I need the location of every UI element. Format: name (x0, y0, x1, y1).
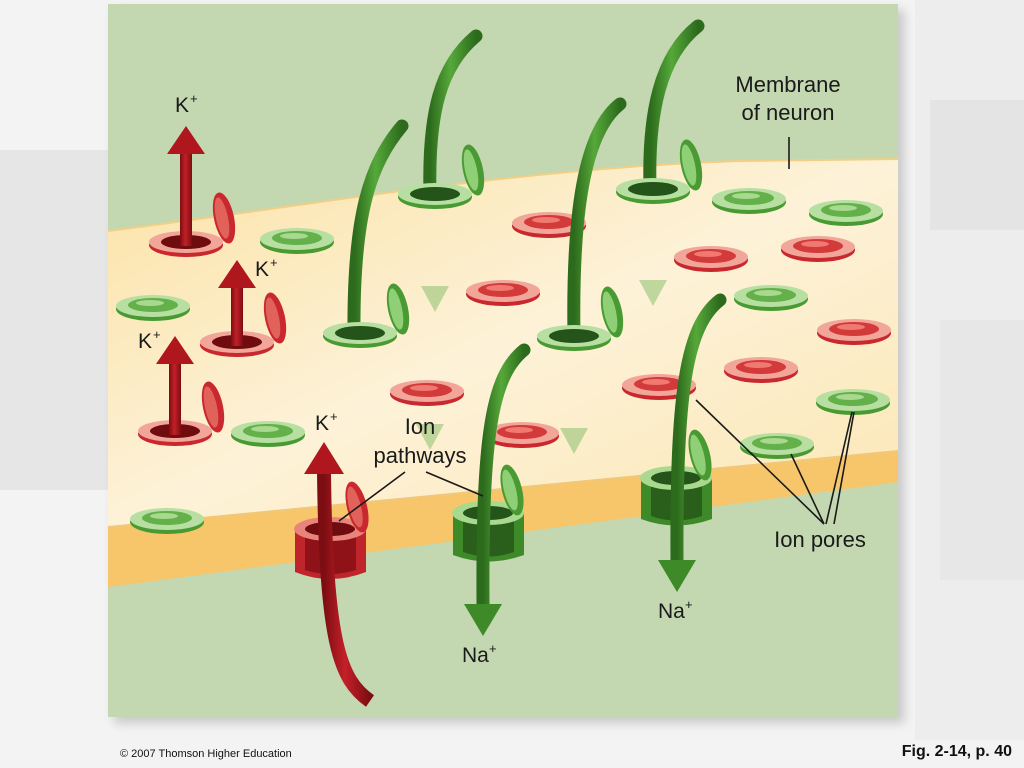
closed-pore-green (809, 200, 883, 226)
closed-pore-green (734, 285, 808, 311)
membrane-label: Membrane (735, 72, 840, 97)
ion-pathways-leaders (338, 471, 484, 522)
svg-text:Na: Na (658, 600, 685, 623)
svg-text:K: K (255, 258, 269, 281)
closed-pore-red (817, 319, 891, 345)
potassium-outflow-arrow (218, 260, 256, 346)
sodium-ion-label: Na + (658, 597, 693, 623)
svg-text:Na: Na (462, 644, 489, 667)
closed-pore-green (260, 228, 334, 254)
svg-text:+: + (489, 641, 497, 656)
potassium-ion-label: K + (315, 409, 338, 435)
ion-pores-leaders (695, 399, 855, 525)
na-inflow-arrow (567, 97, 627, 343)
svg-text:+: + (153, 327, 161, 342)
sodium-ion-label: Na + (462, 641, 497, 667)
potassium-outflow-arrow (167, 126, 205, 246)
membrane-label: of neuron (742, 100, 835, 125)
ion-pores-label: Ion pores (774, 527, 866, 552)
na-inflow-arrow (347, 119, 409, 341)
closed-pore-red (466, 280, 540, 306)
svg-text:+: + (685, 597, 693, 612)
closed-pore-green (740, 433, 814, 459)
potassium-ion-label: K + (255, 255, 278, 281)
na-inflow-arrow (658, 293, 727, 592)
svg-text:+: + (190, 91, 198, 106)
closed-pore-red (724, 357, 798, 383)
potassium-ion-label: K + (138, 327, 161, 353)
ion-pathways-label: Ion (405, 414, 436, 439)
sodium-channel-cross-section (640, 429, 712, 526)
closed-pore-green (816, 389, 890, 415)
na-inflow-arrow (643, 19, 705, 194)
svg-text:+: + (270, 255, 278, 270)
closed-pore-green (130, 508, 204, 534)
svg-text:K: K (315, 412, 329, 435)
na-inflow-arrow (464, 343, 531, 636)
copyright-notice: © 2007 Thomson Higher Education (120, 748, 292, 760)
svg-text:K: K (138, 330, 152, 353)
potassium-outflow-arrow (304, 442, 375, 707)
svg-text:K: K (175, 94, 189, 117)
closed-pore-red (781, 236, 855, 262)
potassium-ion-label: K + (175, 91, 198, 117)
closed-pore-green (712, 188, 786, 214)
closed-pore-red (674, 246, 748, 272)
potassium-outflow-arrow (156, 336, 194, 435)
svg-text:+: + (330, 409, 338, 424)
ion-pathways-label: pathways (374, 443, 467, 468)
na-inflow-arrow (423, 29, 483, 201)
closed-pore-green (116, 295, 190, 321)
neuron-membrane-diagram: Membrane of neuron Ion pathways Ion pore… (108, 4, 898, 717)
closed-pore-green (231, 421, 305, 447)
figure-reference: Fig. 2-14, p. 40 (901, 743, 1012, 760)
